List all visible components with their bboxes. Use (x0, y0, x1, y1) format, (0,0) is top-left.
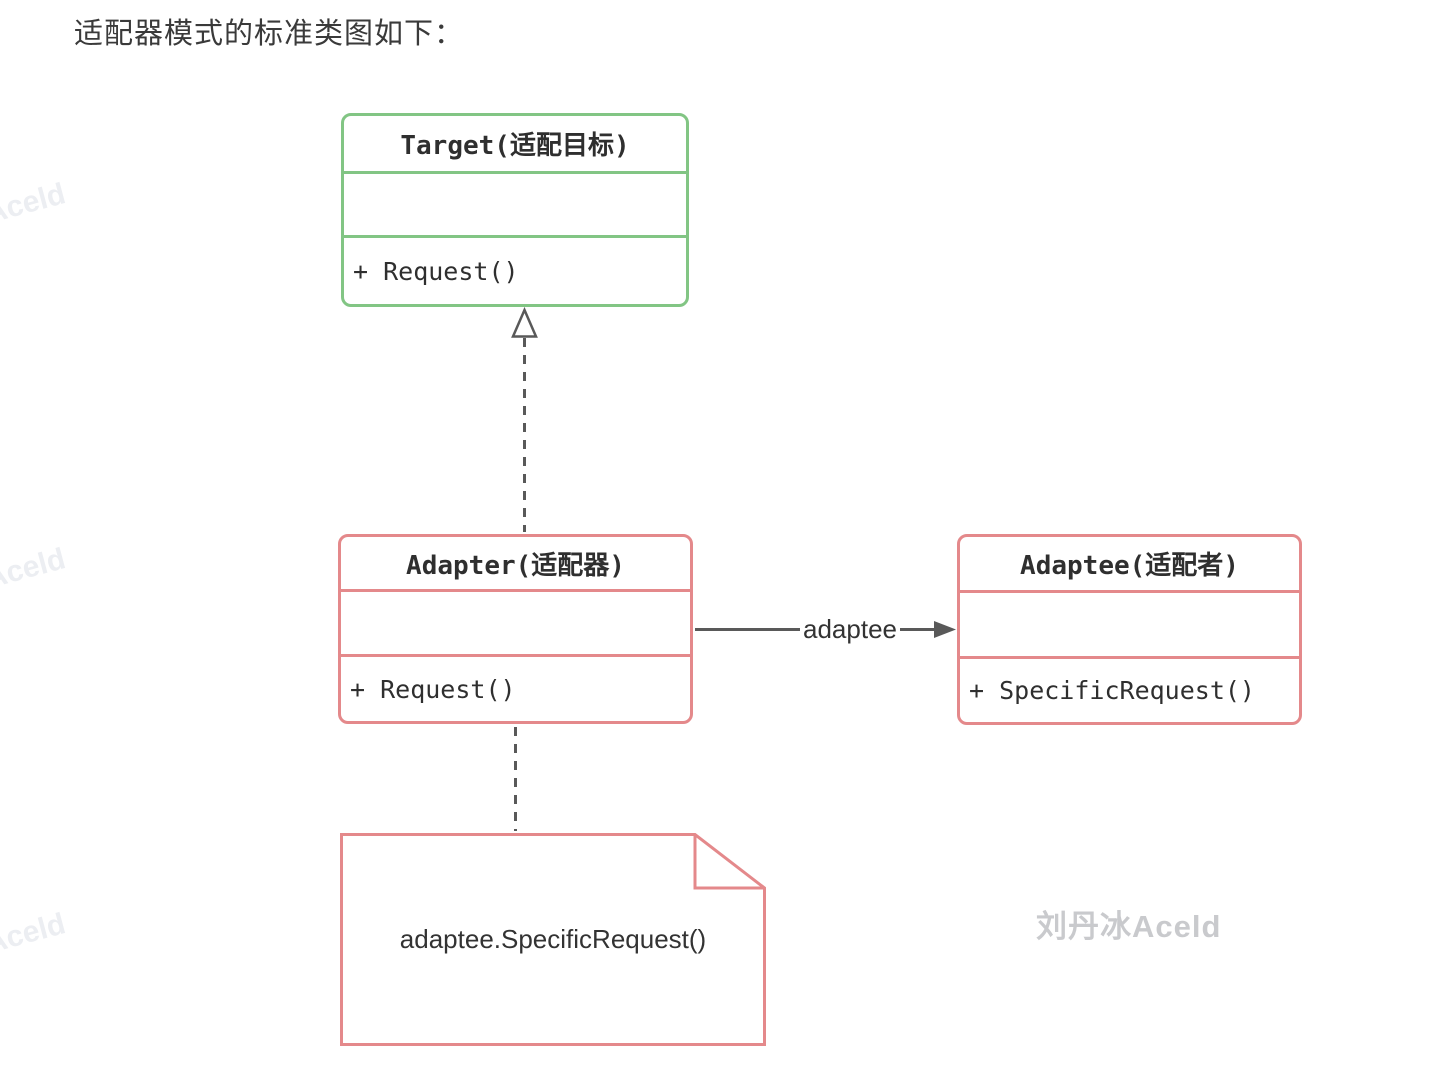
class-name-adapter: Adapter(适配器) (341, 537, 690, 592)
class-name-adaptee: Adaptee(适配者) (960, 537, 1299, 593)
uml-note-box: adaptee.SpecificRequest() (340, 833, 766, 1046)
class-attributes-adapter (341, 592, 690, 657)
class-box-adapter: Adapter(适配器) + Request() (338, 534, 693, 724)
filled-arrowhead-icon (934, 621, 956, 638)
class-method-adapter: + Request() (350, 674, 516, 704)
edge-watermark: 刘丹冰Aceld (0, 542, 69, 619)
note-folded-corner-icon (693, 834, 765, 890)
class-box-adaptee: Adaptee(适配者) + SpecificRequest() (957, 534, 1302, 725)
note-shape (340, 833, 766, 1046)
note-outline (340, 833, 766, 1046)
class-attributes-adaptee (960, 593, 1299, 659)
page-title: 适配器模式的标准类图如下： (74, 18, 465, 50)
note-text: adaptee.SpecificRequest() (399, 924, 707, 954)
class-method-adaptee: + SpecificRequest() (969, 676, 1255, 705)
edge-watermark: 刘丹冰Aceld (0, 907, 69, 984)
association-label-adaptee: adaptee (800, 611, 900, 648)
class-method-target: + Request() (353, 256, 519, 286)
class-attributes-target (344, 174, 686, 238)
class-box-target: Target(适配目标) + Request() (341, 113, 689, 307)
class-name-target: Target(适配目标) (344, 116, 686, 174)
edge-watermark: 刘丹冰Aceld (0, 177, 69, 254)
hollow-triangle-arrowhead-icon (511, 306, 538, 338)
author-watermark: 刘丹冰Aceld (1036, 909, 1222, 944)
realization-edge-adapter-to-target (511, 306, 538, 532)
